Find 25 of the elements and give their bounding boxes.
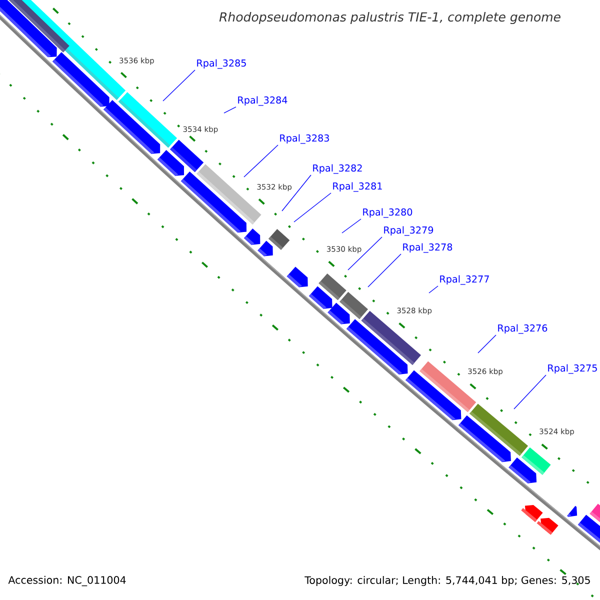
gene-label: Rpal_3279 <box>384 226 434 236</box>
leader-line <box>162 70 196 102</box>
leader-line <box>348 236 382 270</box>
leader-line <box>342 218 362 234</box>
gene-label: Rpal_3282 <box>313 164 362 174</box>
accession-text: Accession: NC_011004 <box>8 576 126 586</box>
gene-label: Rpal_3281 <box>333 182 382 192</box>
leader-line <box>514 374 546 410</box>
gene-label: Rpal_3278 <box>403 243 452 253</box>
title: Rhodopseudomonas palustris TIE-1, complete genome <box>219 12 560 24</box>
gene-label: Rpal_3277 <box>440 275 489 285</box>
gene-label: Rpal_3284 <box>238 96 288 106</box>
leader-line <box>224 106 236 114</box>
leader-line <box>244 144 278 178</box>
gene-label: Rpal_3280 <box>363 208 412 218</box>
leader-line <box>294 192 332 222</box>
gene-label: Rpal_3283 <box>280 134 329 144</box>
leader-line <box>368 254 402 288</box>
gene-label: Rpal_3285 <box>197 59 246 69</box>
gene-label: Rpal_3276 <box>498 324 548 334</box>
gene-label: Rpal_3275 <box>548 364 597 374</box>
leader-line <box>282 174 312 212</box>
leader-line <box>428 286 438 294</box>
leader-line <box>478 334 496 354</box>
genome-info-text: Topology: circular; Length: 5,744,041 bp; Genes: 5,305 <box>304 576 590 586</box>
